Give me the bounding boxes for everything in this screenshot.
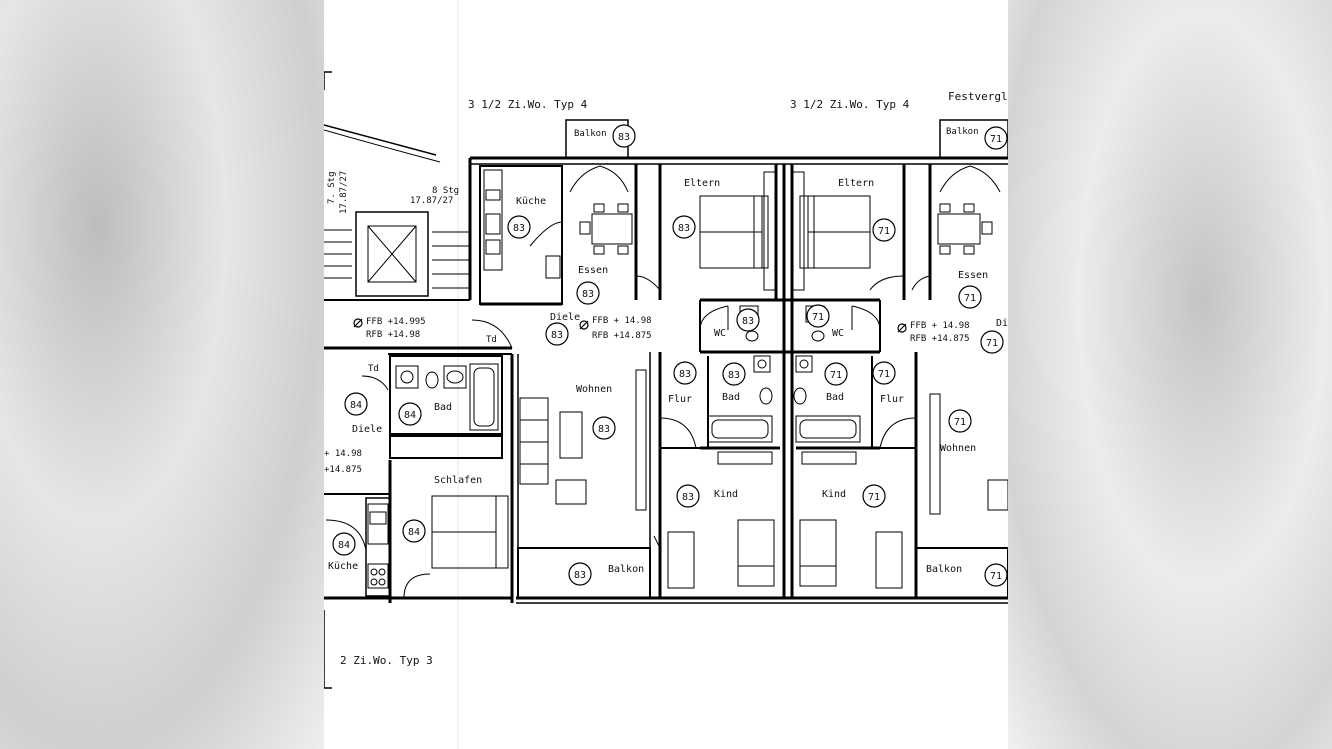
stair-7-level: 17.87/27 bbox=[339, 171, 349, 214]
stair-8-name: 8 Stg bbox=[432, 186, 459, 196]
stair-8-level: 17.87/27 bbox=[410, 196, 453, 206]
doors bbox=[325, 165, 1001, 599]
room-number: 83 bbox=[678, 223, 690, 234]
room-diele-far-left: Diele bbox=[352, 424, 382, 435]
room-number: 71 bbox=[990, 571, 1002, 582]
room-balkon-bottom-left: Balkon bbox=[608, 564, 644, 575]
door-label-td-1: Td bbox=[486, 335, 497, 345]
level-4-ffb: + 14.98 bbox=[324, 449, 362, 459]
room-number: 71 bbox=[812, 312, 824, 323]
room-bad-right: Bad bbox=[826, 392, 844, 403]
dimension-lines bbox=[324, 71, 332, 689]
room-number: 83 bbox=[618, 132, 630, 143]
room-number: 83 bbox=[582, 289, 594, 300]
level-1-ffb: FFB +14.995 bbox=[366, 317, 426, 327]
room-number: 71 bbox=[986, 338, 998, 349]
blurred-background-right bbox=[1008, 0, 1332, 749]
level-4-rfb: +14.875 bbox=[324, 465, 362, 475]
blurred-background-left bbox=[0, 0, 324, 749]
room-number: 83 bbox=[728, 370, 740, 381]
level-2-ffb: FFB + 14.98 bbox=[592, 316, 652, 326]
unit-title-bottom: 2 Zi.Wo. Typ 3 bbox=[340, 654, 433, 667]
room-wohnen-left: Wohnen bbox=[576, 384, 612, 395]
room-number-circles bbox=[332, 124, 1008, 587]
room-number: 83 bbox=[742, 316, 754, 327]
room-wc-left: WC bbox=[714, 328, 726, 339]
room-number: 71 bbox=[878, 226, 890, 237]
room-flur-right: Flur bbox=[880, 394, 904, 405]
furniture bbox=[367, 169, 1008, 589]
corner-label: Festvergl bbox=[948, 90, 1008, 103]
room-balkon-top-left: Balkon bbox=[574, 129, 607, 139]
room-number: 84 bbox=[404, 410, 416, 421]
room-eltern-right: Eltern bbox=[838, 178, 874, 189]
room-balkon-bottom-right: Balkon bbox=[926, 564, 962, 575]
room-number: 71 bbox=[878, 369, 890, 380]
room-balkon-top-right: Balkon bbox=[946, 127, 979, 137]
stair-7-name: 7. Stg bbox=[327, 171, 337, 204]
room-kind-left: Kind bbox=[714, 489, 738, 500]
level-markers bbox=[353, 318, 907, 333]
level-3-rfb: RFB +14.875 bbox=[910, 334, 970, 344]
room-wohnen-right: Wohnen bbox=[940, 443, 976, 454]
level-1-rfb: RFB +14.98 bbox=[366, 330, 420, 340]
room-eltern-left: Eltern bbox=[684, 178, 720, 189]
room-kueche-bottom: Küche bbox=[328, 561, 358, 572]
room-number: 71 bbox=[830, 370, 842, 381]
drawing-labels: 3 1/2 Zi.Wo. Typ 4 3 1/2 Zi.Wo. Typ 4 Fe… bbox=[324, 90, 1008, 667]
room-number: 84 bbox=[350, 400, 362, 411]
level-3-ffb: FFB + 14.98 bbox=[910, 321, 970, 331]
room-number: 83 bbox=[598, 424, 610, 435]
unit-title-right: 3 1/2 Zi.Wo. Typ 4 bbox=[790, 98, 910, 111]
room-number: 84 bbox=[408, 527, 420, 538]
room-number: 84 bbox=[338, 540, 350, 551]
room-diele-left: Diele bbox=[550, 312, 580, 323]
room-number: 83 bbox=[682, 492, 694, 503]
room-number: 71 bbox=[964, 293, 976, 304]
walls bbox=[324, 119, 1008, 604]
door-label-td-2: Td bbox=[368, 364, 379, 374]
room-bad-far-left: Bad bbox=[434, 402, 452, 413]
room-kind-right: Kind bbox=[822, 489, 846, 500]
room-number: 71 bbox=[954, 417, 966, 428]
room-essen-left: Essen bbox=[578, 265, 608, 276]
level-2-rfb: RFB +14.875 bbox=[592, 331, 652, 341]
room-diele-right: Die bbox=[996, 318, 1008, 329]
floor-plan: 3 1/2 Zi.Wo. Typ 4 3 1/2 Zi.Wo. Typ 4 Fe… bbox=[324, 0, 1008, 749]
room-number: 83 bbox=[679, 369, 691, 380]
room-number: 83 bbox=[574, 570, 586, 581]
room-number: 83 bbox=[551, 330, 563, 341]
room-wc-right: WC bbox=[832, 328, 844, 339]
room-number: 71 bbox=[990, 134, 1002, 145]
room-number: 83 bbox=[513, 223, 525, 234]
room-bad-left: Bad bbox=[722, 392, 740, 403]
room-number: 71 bbox=[868, 492, 880, 503]
room-schlafen: Schlafen bbox=[434, 475, 482, 486]
room-essen-right: Essen bbox=[958, 270, 988, 281]
floor-plan-sheet: 3 1/2 Zi.Wo. Typ 4 3 1/2 Zi.Wo. Typ 4 Fe… bbox=[324, 0, 1008, 749]
room-flur-left: Flur bbox=[668, 394, 692, 405]
unit-title-left: 3 1/2 Zi.Wo. Typ 4 bbox=[468, 98, 588, 111]
room-kueche-left: Küche bbox=[516, 196, 546, 207]
